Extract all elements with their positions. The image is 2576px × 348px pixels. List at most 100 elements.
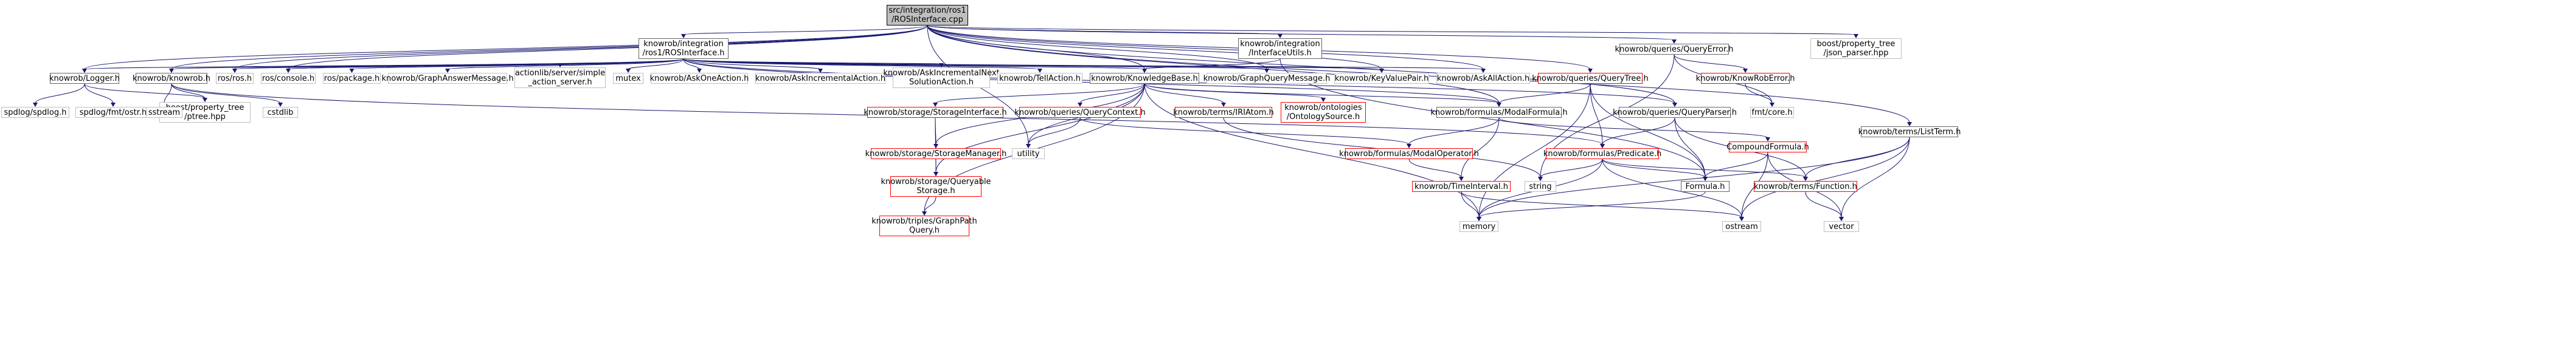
- edge-root-to-ros_console: [288, 25, 928, 70]
- node-json-parser: boost/property_tree /json_parser.hpp: [1810, 38, 1902, 59]
- edge-knowledge_base-to-modal_formula: [1144, 83, 1500, 104]
- arrowhead-ros_interface_h: [681, 34, 686, 38]
- node-ontology-source[interactable]: knowrob/ontologies /OntologySource.h: [1281, 102, 1366, 123]
- arrowhead-function: [1803, 177, 1808, 181]
- node-ask-one-action: knowrob/AskOneAction.h: [649, 73, 749, 84]
- edge-root-to-logger: [84, 25, 928, 70]
- edge-compound_formula-to-formula: [1705, 152, 1768, 178]
- edge-knowrob_h-to-cstdlib: [171, 83, 281, 104]
- arrowhead-predicate: [1600, 144, 1605, 148]
- edge-root-to-json_parser: [927, 25, 1857, 35]
- node-interface-utils[interactable]: knowrob/integration /InterfaceUtils.h: [1238, 38, 1322, 59]
- node-predicate[interactable]: knowrob/formulas/Predicate.h: [1543, 148, 1662, 159]
- node-compound-formula[interactable]: CompoundFormula.h: [1726, 142, 1809, 152]
- edge-ros_interface_h-to-tell_action: [683, 58, 1040, 70]
- node-query-context[interactable]: knowrob/queries/QueryContext.h: [1014, 107, 1146, 118]
- node-list-term[interactable]: knowrob/terms/ListTerm.h: [1858, 126, 1961, 137]
- node-graph-answer-msg: knowrob/GraphAnswerMessage.h: [381, 73, 514, 84]
- arrowhead-list_term: [1907, 122, 1912, 126]
- node-ros-interface-h[interactable]: knowrob/integration /ros1/ROSInterface.h: [639, 38, 729, 59]
- node-vector: vector: [1824, 221, 1859, 232]
- node-fmt-core: fmt/core.h: [1750, 107, 1794, 118]
- node-ros-console: ros/console.h: [261, 73, 316, 84]
- node-knowrob-h[interactable]: knowrob/knowrob.h: [133, 73, 210, 84]
- arrowhead-ptree: [203, 98, 207, 102]
- arrowhead-spdlog: [33, 103, 38, 107]
- edge-modal_formula-to-modal_operator: [1408, 117, 1500, 145]
- edge-logger-to-spdlog: [35, 83, 85, 104]
- edge-ros_interface_h-to-graph_answer_msg: [447, 58, 684, 70]
- edge-predicate-to-formula: [1602, 159, 1706, 178]
- edge-list_term-to-vector: [1841, 137, 1910, 218]
- node-utility: utility: [1012, 148, 1045, 159]
- node-ask-all-action: knowrob/AskAllAction.h: [1436, 73, 1530, 84]
- arrowhead-ros_package: [349, 69, 355, 73]
- edge-modal_formula-to-compound_formula: [1498, 117, 1768, 138]
- node-query-tree[interactable]: knowrob/queries/QueryTree.h: [1532, 73, 1649, 84]
- node-graph-path-query[interactable]: knowrob/triples/GraphPath Query.h: [871, 216, 977, 236]
- arrowhead-ask_one_action: [697, 69, 702, 73]
- edge-formula-to-memory: [1478, 191, 1706, 218]
- arrowhead-memory: [1477, 217, 1481, 221]
- node-key-value-pair: knowrob/KeyValuePair.h: [1334, 73, 1429, 84]
- edge-knowrob_h-to-sstream: [164, 83, 172, 104]
- node-ros-ros: ros/ros.h: [216, 73, 254, 84]
- edge-query_context-to-modal_operator: [1079, 117, 1410, 145]
- node-storage-interface[interactable]: knowrob/storage/StorageInterface.h: [864, 107, 1007, 118]
- edge-knowledge_base-to-ontology_source: [1144, 83, 1324, 99]
- node-modal-formula[interactable]: knowrob/formulas/ModalFormula.h: [1430, 107, 1568, 118]
- node-queryable-storage[interactable]: knowrob/storage/Queryable Storage.h: [881, 176, 991, 197]
- arrowhead-knowrob_error: [1743, 69, 1748, 73]
- node-iri-atom[interactable]: knowrob/terms/IRIAtom.h: [1173, 107, 1274, 118]
- node-root-file[interactable]: src/integration/ros1 /ROSInterface.cpp: [887, 5, 968, 26]
- arrowhead-iri_atom: [1221, 103, 1226, 107]
- edge-ros_interface_h-to-ask_one_action: [683, 58, 700, 70]
- edge-predicate-to-function: [1602, 159, 1806, 178]
- node-time-interval[interactable]: knowrob/TimeInterval.h: [1412, 181, 1511, 192]
- node-logger[interactable]: knowrob/Logger.h: [49, 73, 120, 84]
- node-ask-incremental-action: knowrob/AskIncrementalAction.h: [755, 73, 886, 84]
- node-sstream: sstream: [146, 107, 182, 118]
- arrowhead-graph_path_query: [922, 211, 927, 216]
- arrowhead-modal_formula: [1497, 103, 1501, 107]
- node-ostream: ostream: [1722, 221, 1761, 232]
- arrowhead-vector: [1839, 217, 1844, 221]
- arrowhead-ros_console: [286, 69, 291, 73]
- node-storage-manager[interactable]: knowrob/storage/StorageManager.h: [865, 148, 1007, 159]
- node-ask-incremental-next: knowrob/AskIncrementalNext SolutionActio…: [883, 67, 1000, 88]
- node-knowledge-base[interactable]: knowrob/KnowledgeBase.h: [1090, 73, 1199, 84]
- edge-knowledge_base-to-query_context: [1079, 83, 1145, 104]
- node-function[interactable]: knowrob/terms/Function.h: [1754, 181, 1857, 192]
- edge-query_tree-to-predicate: [1590, 83, 1603, 145]
- edge-query_tree-to-modal_formula: [1498, 83, 1591, 104]
- arrowhead-utility: [1026, 144, 1031, 148]
- arrowhead-formula: [1703, 177, 1708, 181]
- node-knowrob-error[interactable]: knowrob/KnowRobError.h: [1695, 73, 1795, 84]
- arrowhead-graph_query_msg: [1264, 69, 1269, 73]
- edge-query_parser-to-formula: [1674, 117, 1706, 178]
- arrowhead-ros_ros: [232, 69, 237, 73]
- edge-root-to-graph_query_msg: [927, 25, 1267, 70]
- node-spdlog: spdlog/spdlog.h: [1, 107, 69, 118]
- edge-list_term-to-ostream: [1741, 137, 1910, 218]
- node-modal-operator[interactable]: knowrob/formulas/ModalOperator.h: [1339, 148, 1479, 159]
- edge-logger-to-ptree: [84, 83, 206, 99]
- edge-modal_operator-to-time_interval: [1408, 159, 1462, 178]
- arrowhead-compound_formula: [1765, 137, 1770, 142]
- node-string: string: [1525, 181, 1556, 192]
- arrowhead-fmt_ostr: [111, 103, 116, 107]
- edge-ros_interface_h-to-mutex: [628, 58, 684, 70]
- node-fmt-ostr: spdlog/fmt/ostr.h: [75, 107, 151, 118]
- arrowhead-mutex: [626, 69, 631, 73]
- edge-knowledge_base-to-memory: [1144, 83, 1480, 218]
- edge-knowrob_h-to-ptree: [171, 83, 206, 99]
- node-formula[interactable]: Formula.h: [1681, 181, 1729, 192]
- node-query-parser[interactable]: knowrob/queries/QueryParser.h: [1613, 107, 1737, 118]
- edge-root-to-ask_all_action: [927, 25, 1484, 70]
- node-query-error[interactable]: knowrob/queries/QueryError.h: [1615, 44, 1734, 55]
- node-tell-action: knowrob/TellAction.h: [997, 73, 1082, 84]
- edge-ros_interface_h-to-simple_action_server: [559, 58, 684, 64]
- arrowhead-key_value_pair: [1379, 69, 1384, 73]
- arrowhead-logger: [82, 69, 87, 73]
